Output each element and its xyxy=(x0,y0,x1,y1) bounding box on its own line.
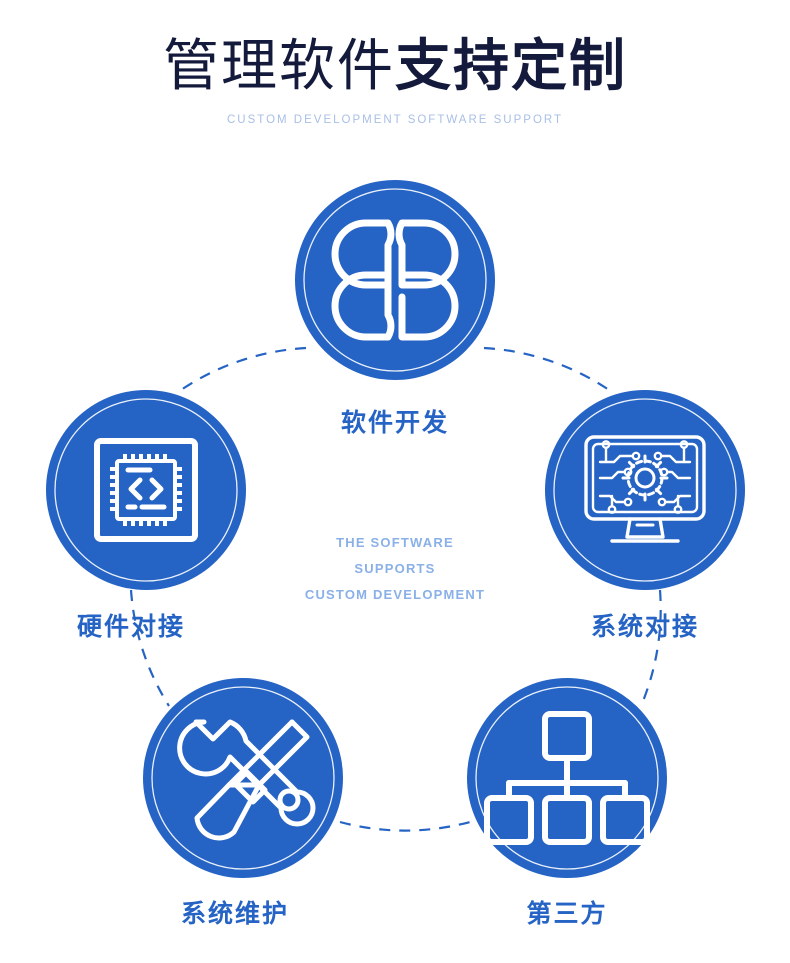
connector-arc-left-bottom xyxy=(129,589,170,707)
center-caption: THE SOFTWARE SUPPORTS CUSTOM DEVELOPMENT xyxy=(305,530,485,608)
node-inner-ring xyxy=(54,398,238,582)
node-inner-ring xyxy=(553,398,737,582)
connector-arc-top-right xyxy=(483,346,613,393)
connector-arc-bottom xyxy=(339,820,471,832)
node-software-development[interactable] xyxy=(295,180,495,380)
center-caption-line-2: SUPPORTS xyxy=(354,561,436,576)
page-title: 管理软件支持定制 xyxy=(0,32,790,100)
node-inner-ring xyxy=(151,686,335,870)
node-third-party[interactable] xyxy=(467,678,667,878)
four-petal-clover-icon xyxy=(331,219,459,341)
page-title-bold: 支持定制 xyxy=(395,34,627,97)
connector-arcs xyxy=(129,346,662,832)
connector-arc-right-bottom xyxy=(639,589,662,707)
monitor-gear-circuit-icon xyxy=(584,435,706,543)
center-caption-line-1: THE SOFTWARE xyxy=(336,535,454,550)
node-hardware-integration[interactable] xyxy=(46,390,246,590)
wrench-screwdriver-icon xyxy=(177,719,316,841)
node-label-system-integration: 系统对接 xyxy=(590,613,700,641)
page-title-light: 管理软件 xyxy=(163,34,395,97)
node-label-hardware-integration: 硬件对接 xyxy=(76,613,186,641)
node-circle[interactable] xyxy=(545,390,745,590)
center-caption-line-3: CUSTOM DEVELOPMENT xyxy=(304,587,486,602)
node-system-maintenance[interactable] xyxy=(143,678,343,878)
page-header: 管理软件支持定制 CUSTOM DEVELOPMENT SOFTWARE SUP… xyxy=(0,32,790,126)
microchip-code-icon xyxy=(94,438,198,542)
connector-arc-top-left xyxy=(177,346,307,393)
node-circle[interactable] xyxy=(295,180,495,380)
org-chart-icon xyxy=(484,711,650,845)
node-circle[interactable] xyxy=(46,390,246,590)
node-inner-ring xyxy=(303,188,487,372)
node-label-system-maintenance: 系统维护 xyxy=(180,900,290,928)
node-inner-ring xyxy=(475,686,659,870)
page-subtitle: CUSTOM DEVELOPMENT SOFTWARE SUPPORT xyxy=(226,114,564,126)
node-label-software-development: 软件开发 xyxy=(340,409,450,437)
node-label-third-party: 第三方 xyxy=(526,900,608,928)
node-system-integration[interactable] xyxy=(545,390,745,590)
